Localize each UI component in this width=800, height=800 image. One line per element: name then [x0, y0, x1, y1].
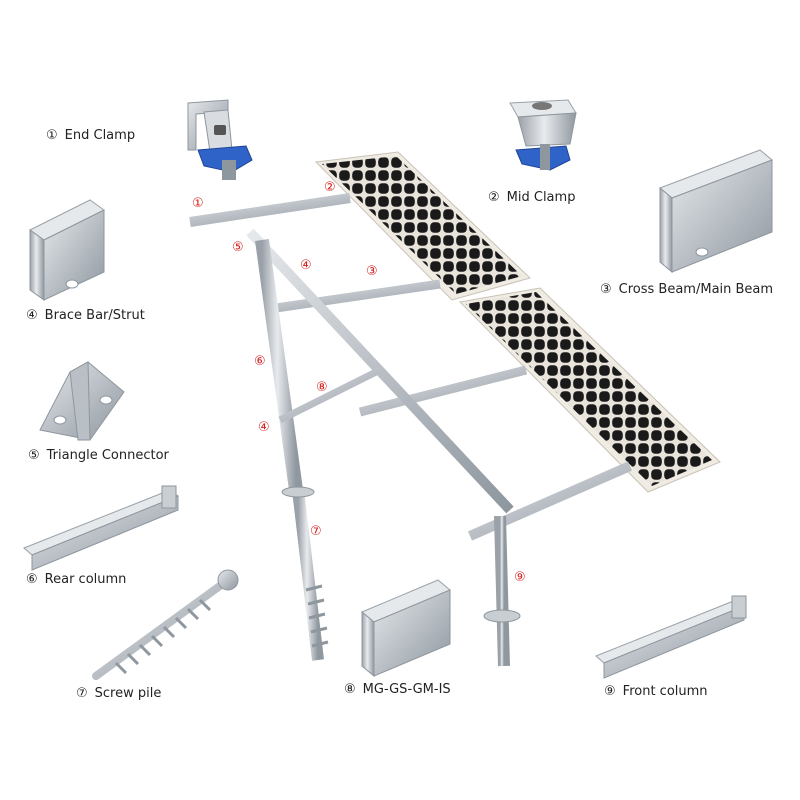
- callout-cross-beam: ③: [366, 264, 378, 279]
- callout-screw-pile: ⑦: [310, 524, 322, 539]
- callout-end-clamp: ①: [192, 196, 204, 211]
- mount-structure: [189, 151, 721, 667]
- callout-front-column: ⑨: [514, 570, 526, 585]
- triangle-connector-image: [39, 361, 125, 441]
- callout-mid-clamp: ②: [324, 180, 336, 195]
- cross-beam-image: [659, 149, 773, 274]
- mg-gs-gm-is-image: [361, 579, 451, 678]
- brace-bar-image: [29, 199, 105, 301]
- callout-rear-column: ⑥: [254, 354, 266, 369]
- callout-brace-bar-bottom: ④: [258, 420, 270, 435]
- front-column-image: [595, 595, 747, 679]
- mid-clamp-image: [509, 99, 577, 171]
- callout-mg-gs-gm-is: ⑧: [316, 380, 328, 395]
- callout-triangle-connector: ⑤: [232, 240, 244, 255]
- end-clamp-image: [187, 99, 253, 180]
- rear-column-image: [23, 485, 180, 571]
- screw-pile-image: [92, 569, 239, 680]
- callout-brace-bar-top: ④: [300, 258, 312, 273]
